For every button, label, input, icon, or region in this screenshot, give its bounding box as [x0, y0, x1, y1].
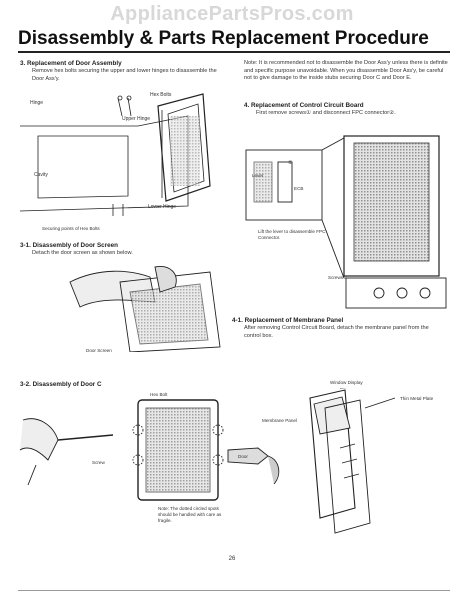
lift-lever-label: Lift the lever to disassemble FPC Connec… [258, 229, 326, 240]
title-rule [18, 51, 450, 53]
watermark: AppliancePartsPros.com [110, 3, 354, 25]
cavity-label: Cavity [34, 172, 48, 178]
window-display-label: Window Display [330, 380, 363, 385]
sec4-heading: 4. Replacement of Control Circuit Board [244, 102, 364, 109]
door-label: Door [238, 454, 248, 459]
hex-bolt-label: Hex Bolt [150, 392, 168, 397]
hex-bolts-label: Hex Bolts [150, 92, 172, 98]
securing-points-label: Securing points of Hex Bolts [42, 226, 100, 231]
sec31-text: Detach the door screen as shown below. [32, 250, 133, 256]
sec4-text: First remove screws① and disconnect FPC … [256, 110, 396, 116]
membrane-panel-figure [309, 388, 396, 534]
thin-metal-plate-label: Thin Metal Plate [400, 396, 434, 401]
lever-label: Lever [252, 173, 264, 178]
door-screen-label: Door Screen [86, 348, 112, 353]
circle-2-marker: ② [288, 160, 293, 166]
control-board-figure [245, 135, 447, 309]
hinge-label: Hinge [30, 100, 44, 106]
upper-hinge-label: Upper Hinge [122, 116, 151, 122]
sec32-heading: 3-2. Disassembly of Door C [20, 381, 102, 388]
screws-label: Screws① [328, 275, 348, 280]
ecb-label: ECB [294, 186, 304, 191]
screw-label: Screw [92, 460, 105, 465]
sec3-heading: 3. Replacement of Door Assembly [20, 60, 122, 67]
door-c-figure [19, 399, 280, 501]
membrane-panel-label: Membrane Panel [262, 418, 297, 423]
door-hinge-figure [19, 93, 211, 216]
page-title: Disassembly & Parts Replacement Procedur… [18, 28, 429, 49]
sec41-heading: 4-1. Replacement of Membrane Panel [232, 317, 344, 324]
lower-hinge-label: Lower Hinge [148, 204, 177, 210]
sec31-heading: 3-1. Disassembly of Door Screen [20, 242, 118, 249]
door-c-note: Note: The dotted circled spots should be… [158, 506, 222, 523]
disassembly-note: Note: It is recommended not to disassemb… [244, 60, 448, 82]
sec3-text: Remove hex bolts securing the upper and … [32, 68, 217, 82]
sec41-text: After removing Control Circuit Board, de… [244, 325, 429, 339]
bottom-rule [18, 590, 450, 591]
page-number: 26 [228, 556, 236, 562]
door-screen-figure [69, 266, 221, 352]
